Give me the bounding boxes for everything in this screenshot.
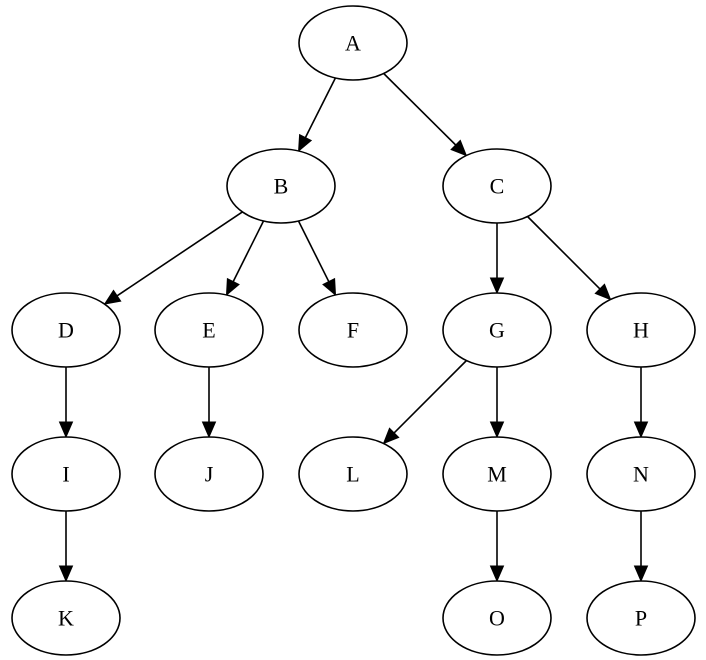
- node-label: J: [205, 462, 214, 487]
- node-ellipse: [442, 292, 552, 368]
- edge-d-i: [58, 367, 74, 439]
- node-ellipse: [11, 292, 121, 368]
- edge-a-b: [298, 77, 337, 153]
- arrowhead-icon: [594, 283, 612, 301]
- node-ellipse: [586, 580, 696, 656]
- node-ellipse: [442, 436, 552, 512]
- node-ellipse: [298, 5, 408, 81]
- edge-line: [304, 77, 337, 138]
- node-ellipse: [226, 148, 336, 224]
- edge-b-f: [297, 220, 337, 297]
- node-label: L: [346, 462, 359, 487]
- edge-line: [383, 72, 457, 146]
- node-ellipse: [442, 580, 552, 656]
- edge-i-k: [58, 511, 74, 583]
- node-h: H: [586, 292, 696, 368]
- node-ellipse: [154, 292, 264, 368]
- arrowhead-icon: [633, 421, 649, 439]
- node-label: N: [633, 462, 649, 487]
- edge-line: [393, 359, 468, 434]
- node-label: I: [62, 462, 69, 487]
- node-m: M: [442, 436, 552, 512]
- arrowhead-icon: [298, 133, 313, 153]
- arrowhead-icon: [322, 277, 337, 297]
- edge-line: [116, 211, 243, 297]
- arrowhead-icon: [201, 421, 217, 439]
- node-label: K: [58, 606, 74, 631]
- node-label: H: [633, 318, 649, 343]
- node-label: M: [487, 462, 507, 487]
- node-ellipse: [586, 292, 696, 368]
- node-k: K: [11, 580, 121, 656]
- node-label: G: [489, 318, 505, 343]
- node-p: P: [586, 580, 696, 656]
- node-ellipse: [298, 436, 408, 512]
- node-ellipse: [11, 580, 121, 656]
- node-ellipse: [442, 148, 552, 224]
- edge-line: [232, 220, 265, 282]
- node-label: E: [202, 318, 215, 343]
- edge-c-h: [526, 215, 612, 301]
- nodes-layer: A B C D E F G H I J L M N K O P: [11, 5, 696, 656]
- node-label: F: [347, 318, 359, 343]
- edge-b-e: [225, 220, 265, 297]
- edge-h-n: [633, 367, 649, 439]
- node-d: D: [11, 292, 121, 368]
- node-c: C: [442, 148, 552, 224]
- arrowhead-icon: [633, 565, 649, 583]
- node-label: D: [58, 318, 74, 343]
- node-g: G: [442, 292, 552, 368]
- node-label: P: [635, 606, 647, 631]
- node-label: C: [490, 174, 505, 199]
- edge-g-m: [489, 367, 505, 439]
- node-label: B: [274, 174, 289, 199]
- arrowhead-icon: [58, 421, 74, 439]
- node-f: F: [298, 292, 408, 368]
- node-ellipse: [298, 292, 408, 368]
- node-o: O: [442, 580, 552, 656]
- arrowhead-icon: [489, 421, 505, 439]
- node-j: J: [154, 436, 264, 512]
- node-e: E: [154, 292, 264, 368]
- edge-c-g: [489, 223, 505, 295]
- arrowhead-icon: [489, 565, 505, 583]
- node-label: O: [489, 606, 505, 631]
- edge-m-o: [489, 511, 505, 583]
- node-ellipse: [11, 436, 121, 512]
- node-ellipse: [154, 436, 264, 512]
- arrowhead-icon: [489, 277, 505, 295]
- edges-layer: [58, 72, 649, 583]
- edge-line: [526, 215, 601, 290]
- node-l: L: [298, 436, 408, 512]
- edge-g-l: [382, 359, 468, 445]
- arrowhead-icon: [225, 277, 240, 297]
- edge-b-d: [103, 211, 243, 305]
- node-b: B: [226, 148, 336, 224]
- edge-e-j: [201, 367, 217, 439]
- arrowhead-icon: [58, 565, 74, 583]
- edge-n-p: [633, 511, 649, 583]
- arrowhead-icon: [382, 427, 400, 445]
- node-n: N: [586, 436, 696, 512]
- edge-line: [297, 220, 330, 282]
- arrowhead-icon: [103, 289, 122, 305]
- node-i: I: [11, 436, 121, 512]
- node-a: A: [298, 5, 408, 81]
- edge-a-c: [383, 72, 468, 157]
- arrowhead-icon: [450, 139, 468, 157]
- node-ellipse: [586, 436, 696, 512]
- node-label: A: [345, 31, 361, 56]
